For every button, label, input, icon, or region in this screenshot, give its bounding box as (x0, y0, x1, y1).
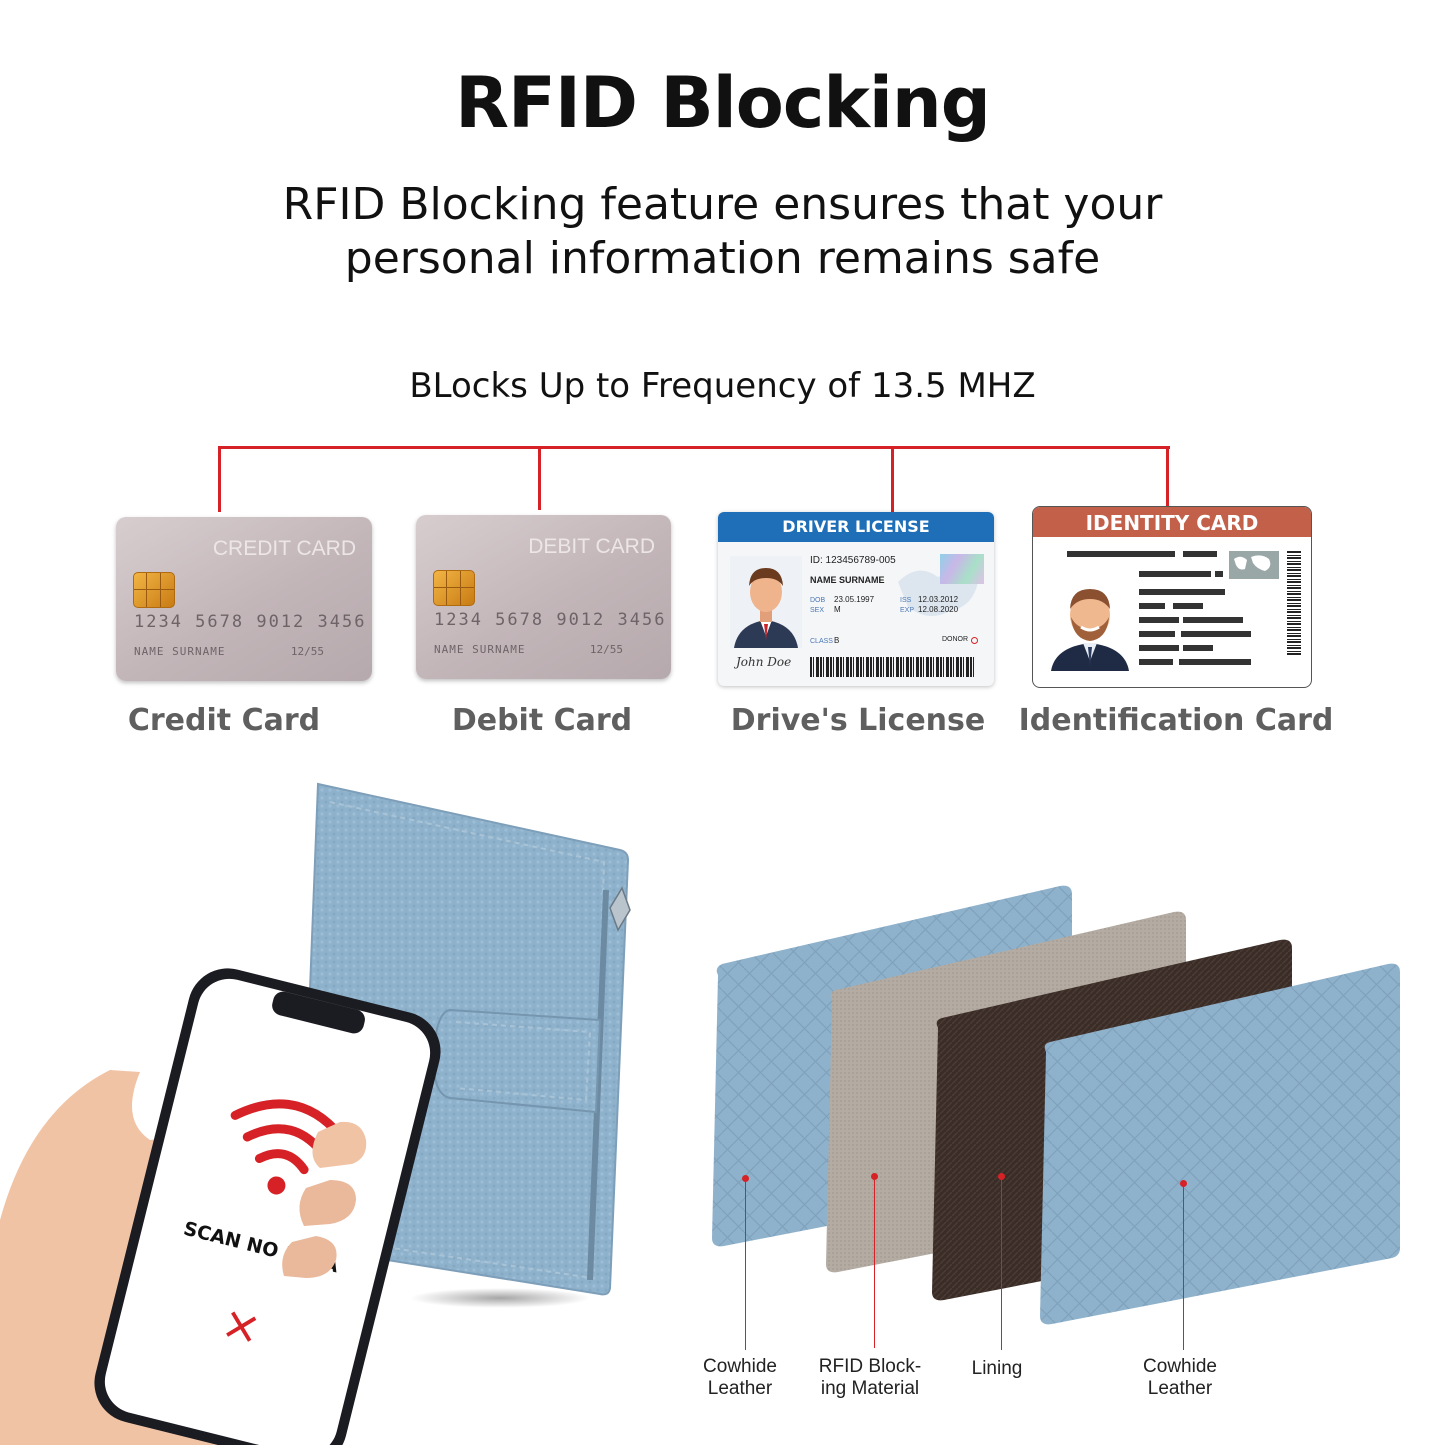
identity-card-title: IDENTITY CARD (1033, 507, 1311, 537)
layer-label-rfid: RFID Block- ing Material (790, 1356, 950, 1400)
exp-label: EXP (900, 607, 915, 614)
smartphone-icon: SCAN NO DATA × (94, 968, 441, 1445)
license-name: NAME SURNAME (810, 575, 885, 585)
id-text-line (1179, 659, 1251, 665)
connector-bar (218, 446, 1170, 449)
connector-drop-4 (1166, 446, 1169, 512)
id-text-line (1067, 551, 1175, 557)
wallet-strap-icon (432, 1008, 602, 1114)
connector-drop-1 (218, 446, 221, 512)
debit-card-number: 1234 5678 9012 3456 (434, 610, 667, 630)
id-text-line (1173, 603, 1203, 609)
iss-value: 12.03.2012 (918, 595, 959, 604)
layer-label-line: Cowhide (1143, 1356, 1217, 1377)
portrait-man-icon (730, 556, 802, 648)
id-text-line (1139, 645, 1179, 651)
id-text-line (1183, 645, 1213, 651)
driver-license-image: DRIVER LICENSE ID: 123456789-005 NAME SU… (718, 512, 994, 686)
subtitle-line-2: personal information remains safe (344, 233, 1101, 284)
id-text-line (1139, 589, 1225, 595)
pointer-dot (871, 1173, 878, 1180)
material-layers-illustration (712, 885, 1400, 1325)
id-text-line (1183, 551, 1217, 557)
zipper-pull-icon (609, 886, 631, 932)
pointer-line (1001, 1178, 1002, 1350)
credit-card-holder: NAME SURNAME (134, 645, 226, 658)
chip-icon (133, 572, 175, 608)
vertical-barcode-icon (1287, 551, 1301, 655)
donor-label: DONOR (942, 636, 969, 643)
connector-drop-3 (891, 446, 894, 512)
layer-label-cowhide-outer: Cowhide Leather (1100, 1356, 1260, 1400)
id-text-line (1139, 571, 1211, 577)
pointer-dot (1180, 1180, 1187, 1187)
identity-card-image: IDENTITY CARD (1032, 506, 1312, 688)
subtitle-line-1: RFID Blocking feature ensures that your (282, 179, 1163, 230)
world-map-icon (1229, 551, 1279, 579)
hologram-icon (940, 554, 984, 584)
donor-icon (971, 637, 978, 644)
pointer-line (745, 1180, 746, 1350)
debit-card-holder: NAME SURNAME (434, 643, 526, 656)
pointer-dot (742, 1175, 749, 1182)
class-value: B (834, 636, 840, 645)
credit-card-title: CREDIT CARD (212, 537, 356, 560)
id-text-line (1139, 603, 1165, 609)
page-title: RFID Blocking (455, 62, 991, 144)
dob-value: 23.05.1997 (834, 595, 875, 604)
exp-value: 12.08.2020 (918, 605, 959, 614)
chip-icon (433, 570, 475, 606)
license-id: ID: 123456789-005 (810, 555, 896, 566)
identification-card-label: Identification Card (1018, 703, 1334, 738)
layer-label-line: Cowhide (703, 1356, 777, 1377)
portrait-bearded-man-icon (1047, 577, 1133, 671)
finger-icon (282, 1236, 337, 1278)
pointer-line (874, 1178, 875, 1348)
wallet-shadow (410, 1288, 590, 1308)
debit-card-expiry: 12/55 (589, 643, 623, 656)
layer-label-line: Lining (971, 1358, 1023, 1379)
id-text-line (1139, 659, 1173, 665)
id-text-line (1181, 631, 1251, 637)
layer-label-line: Leather (1147, 1378, 1213, 1399)
connector-drop-2 (538, 446, 541, 510)
debit-card-title: DEBIT CARD (528, 535, 655, 558)
barcode-icon (810, 657, 976, 677)
frequency-text: BLocks Up to Frequency of 13.5 MHZ (409, 366, 1036, 406)
finger-icon (299, 1180, 356, 1226)
credit-card-label: Credit Card (127, 703, 321, 738)
id-text-line (1215, 571, 1223, 577)
class-label: CLASS (810, 638, 833, 645)
sex-value: M (834, 605, 841, 614)
credit-card-expiry: 12/55 (290, 645, 324, 658)
iss-label: ISS (900, 597, 912, 604)
id-text-line (1139, 617, 1179, 623)
debit-card-label: Debit Card (451, 703, 633, 738)
debit-card-image: DEBIT CARD 1234 5678 9012 3456 NAME SURN… (416, 515, 671, 679)
signature: John Doe (736, 655, 792, 669)
credit-card-number: 1234 5678 9012 3456 (134, 612, 367, 632)
layer-label-line: RFID Block- (818, 1356, 922, 1377)
layer-label-line: Leather (707, 1378, 773, 1399)
layer-label-line: ing Material (820, 1378, 920, 1399)
wallet-phone-illustration: SCAN NO DATA × (0, 782, 631, 1445)
drivers-license-label: Drive's License (730, 703, 986, 738)
dob-label: DOB (810, 597, 826, 604)
finger-icon (312, 1121, 367, 1168)
credit-card-image: CREDIT CARD 1234 5678 9012 3456 NAME SUR… (116, 517, 372, 681)
sex-label: SEX (810, 607, 825, 614)
pointer-dot (998, 1173, 1005, 1180)
driver-license-title: DRIVER LICENSE (718, 512, 994, 542)
id-text-line (1183, 617, 1243, 623)
cowhide-leather-outer-layer (1040, 963, 1400, 1325)
layer-label-cowhide-inner: Cowhide Leather (660, 1356, 820, 1400)
pointer-line (1183, 1185, 1184, 1350)
layer-label-lining: Lining (917, 1358, 1077, 1380)
id-text-line (1139, 631, 1175, 637)
